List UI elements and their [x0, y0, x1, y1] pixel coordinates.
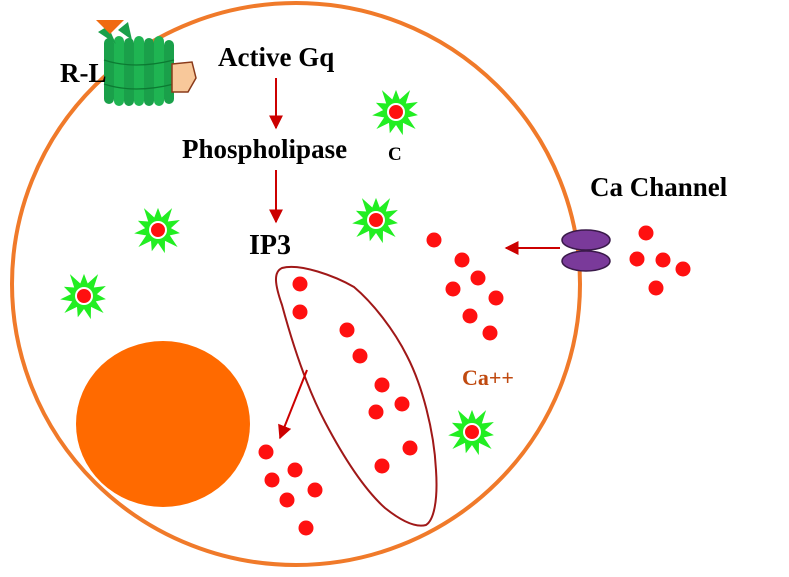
- ligand-icon: [96, 20, 124, 34]
- calcium-channel-icon: [561, 229, 611, 272]
- calcium-ion: [292, 276, 308, 292]
- arrow-er-release: [278, 369, 308, 440]
- calcium-ion: [426, 232, 442, 248]
- calcium-ion: [470, 270, 486, 286]
- ca-ion-label: Ca++: [462, 365, 514, 390]
- ca-channel-label: Ca Channel: [590, 172, 728, 202]
- starburst-vesicle: [372, 89, 418, 136]
- phospholipase-label: Phospholipase: [182, 134, 347, 164]
- endoplasmic-reticulum: [275, 265, 438, 527]
- calcium-ion: [279, 492, 295, 508]
- nucleus: [76, 341, 250, 507]
- calcium-ion: [482, 325, 498, 341]
- calcium-ion: [488, 290, 504, 306]
- calcium-ion: [445, 281, 461, 297]
- calcium-ion: [629, 251, 645, 267]
- calcium-ion: [287, 462, 303, 478]
- calcium-ion: [655, 252, 671, 268]
- starburst-vesicle: [60, 273, 106, 320]
- active-gq-label: Active Gq: [218, 42, 334, 72]
- calcium-ion: [307, 482, 323, 498]
- calcium-ion-group: [258, 225, 691, 536]
- calcium-ion: [368, 404, 384, 420]
- calcium-ion: [339, 322, 355, 338]
- starburst-vesicle: [352, 197, 398, 244]
- calcium-ion: [374, 377, 390, 393]
- calcium-ion: [298, 520, 314, 536]
- calcium-ion: [675, 261, 691, 277]
- starburst-group: [60, 89, 494, 456]
- receptor-icon: [98, 22, 175, 106]
- calcium-ion: [292, 304, 308, 320]
- starburst-vesicle: [134, 207, 180, 254]
- starburst-vesicle: [448, 409, 494, 456]
- receptor-label: R-L: [60, 58, 107, 88]
- calcium-ion: [258, 444, 274, 460]
- calcium-ion: [352, 348, 368, 364]
- calcium-ion: [374, 458, 390, 474]
- ip3-label: IP3: [249, 230, 291, 261]
- phospholipase-suffix-label: C: [388, 144, 402, 165]
- calcium-ion: [462, 308, 478, 324]
- calcium-ion: [454, 252, 470, 268]
- calcium-ion: [648, 280, 664, 296]
- calcium-ion: [264, 472, 280, 488]
- calcium-ion: [394, 396, 410, 412]
- g-protein-icon: [171, 61, 197, 93]
- calcium-ion: [402, 440, 418, 456]
- calcium-ion: [638, 225, 654, 241]
